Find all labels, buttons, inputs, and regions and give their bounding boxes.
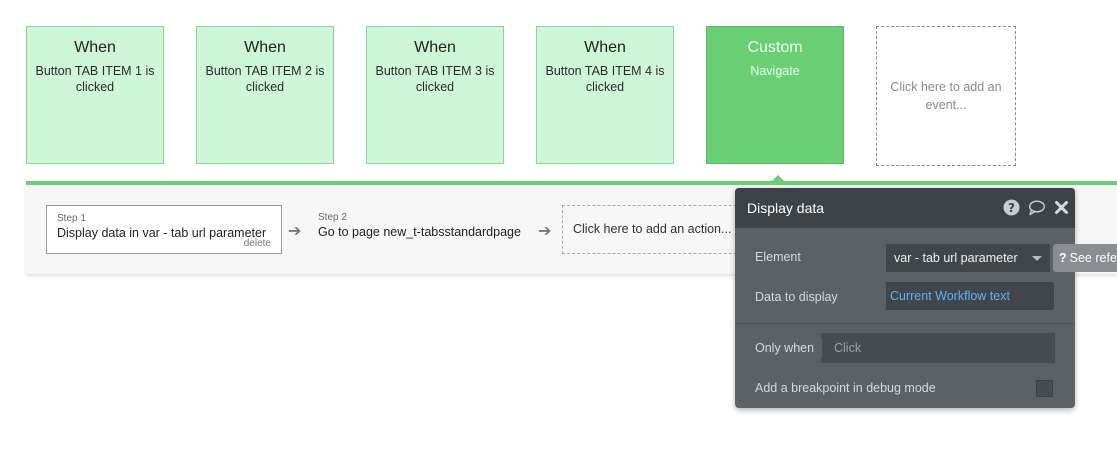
event-title: When [414, 39, 456, 56]
arrow-right-icon: ➔ [538, 223, 552, 240]
element-dropdown[interactable]: var - tab url parameter [886, 244, 1050, 272]
event-title: When [244, 39, 286, 56]
breakpoint-checkbox[interactable] [1036, 380, 1053, 397]
event-description: Navigate [750, 64, 800, 78]
event-title: When [74, 39, 116, 56]
event-title: When [584, 39, 626, 56]
data-to-display-expression[interactable]: Current Workflow text [886, 282, 1054, 310]
only-when-label: Only when [755, 341, 815, 355]
add-action-button[interactable]: Click here to add an action... [562, 205, 762, 254]
close-icon[interactable] [1053, 199, 1070, 216]
element-label: Element [755, 250, 801, 264]
step-number: Step 1 [57, 213, 86, 224]
event-card-custom-navigate[interactable]: Custom Navigate [706, 26, 844, 164]
panel-header: Display data ? [735, 188, 1075, 228]
event-description: Button TAB ITEM 3 is clicked [375, 64, 495, 94]
element-dropdown-value: var - tab url parameter [894, 251, 1018, 265]
see-reference-label: See refe [1069, 251, 1117, 265]
see-reference-button[interactable]: ?See refe [1053, 244, 1117, 272]
step-description: Display data in var - tab url parameter [57, 226, 267, 240]
panel-divider [735, 323, 1075, 324]
event-description: Button TAB ITEM 4 is clicked [545, 64, 665, 94]
step-2-go-to-page[interactable]: Step 2 Go to page new_t-tabsstandardpage [308, 205, 528, 254]
condition-separator [821, 338, 822, 358]
event-card-tab-item-1[interactable]: When Button TAB ITEM 1 is clicked [26, 26, 164, 164]
caret-down-icon [1032, 256, 1042, 261]
arrow-right-icon: ➔ [288, 223, 302, 240]
event-card-tab-item-2[interactable]: When Button TAB ITEM 2 is clicked [196, 26, 334, 164]
comment-icon[interactable] [1028, 199, 1045, 216]
only-when-condition-input[interactable]: Click [821, 333, 1055, 363]
event-description: Button TAB ITEM 1 is clicked [35, 64, 155, 94]
question-icon[interactable]: ? [1003, 199, 1020, 216]
step-description: Go to page new_t-tabsstandardpage [318, 225, 521, 239]
event-title: Custom [747, 39, 803, 56]
action-property-panel: Display data ? Element var - tab url par… [735, 188, 1117, 408]
event-card-tab-item-4[interactable]: When Button TAB ITEM 4 is clicked [536, 26, 674, 164]
step-number: Step 2 [318, 212, 347, 223]
delete-step-link[interactable]: delete [243, 238, 271, 249]
add-event-button[interactable]: Click here to add an event... [876, 26, 1016, 166]
panel-title: Display data [747, 200, 825, 216]
svg-text:?: ? [1008, 201, 1015, 215]
event-card-tab-item-3[interactable]: When Button TAB ITEM 3 is clicked [366, 26, 504, 164]
breakpoint-label: Add a breakpoint in debug mode [755, 381, 936, 395]
data-to-display-label: Data to display [755, 290, 838, 304]
question-icon: ? [1059, 251, 1067, 265]
step-1-display-data[interactable]: Step 1 Display data in var - tab url par… [46, 205, 282, 254]
event-description: Button TAB ITEM 2 is clicked [205, 64, 325, 94]
selected-event-pointer [771, 175, 785, 182]
